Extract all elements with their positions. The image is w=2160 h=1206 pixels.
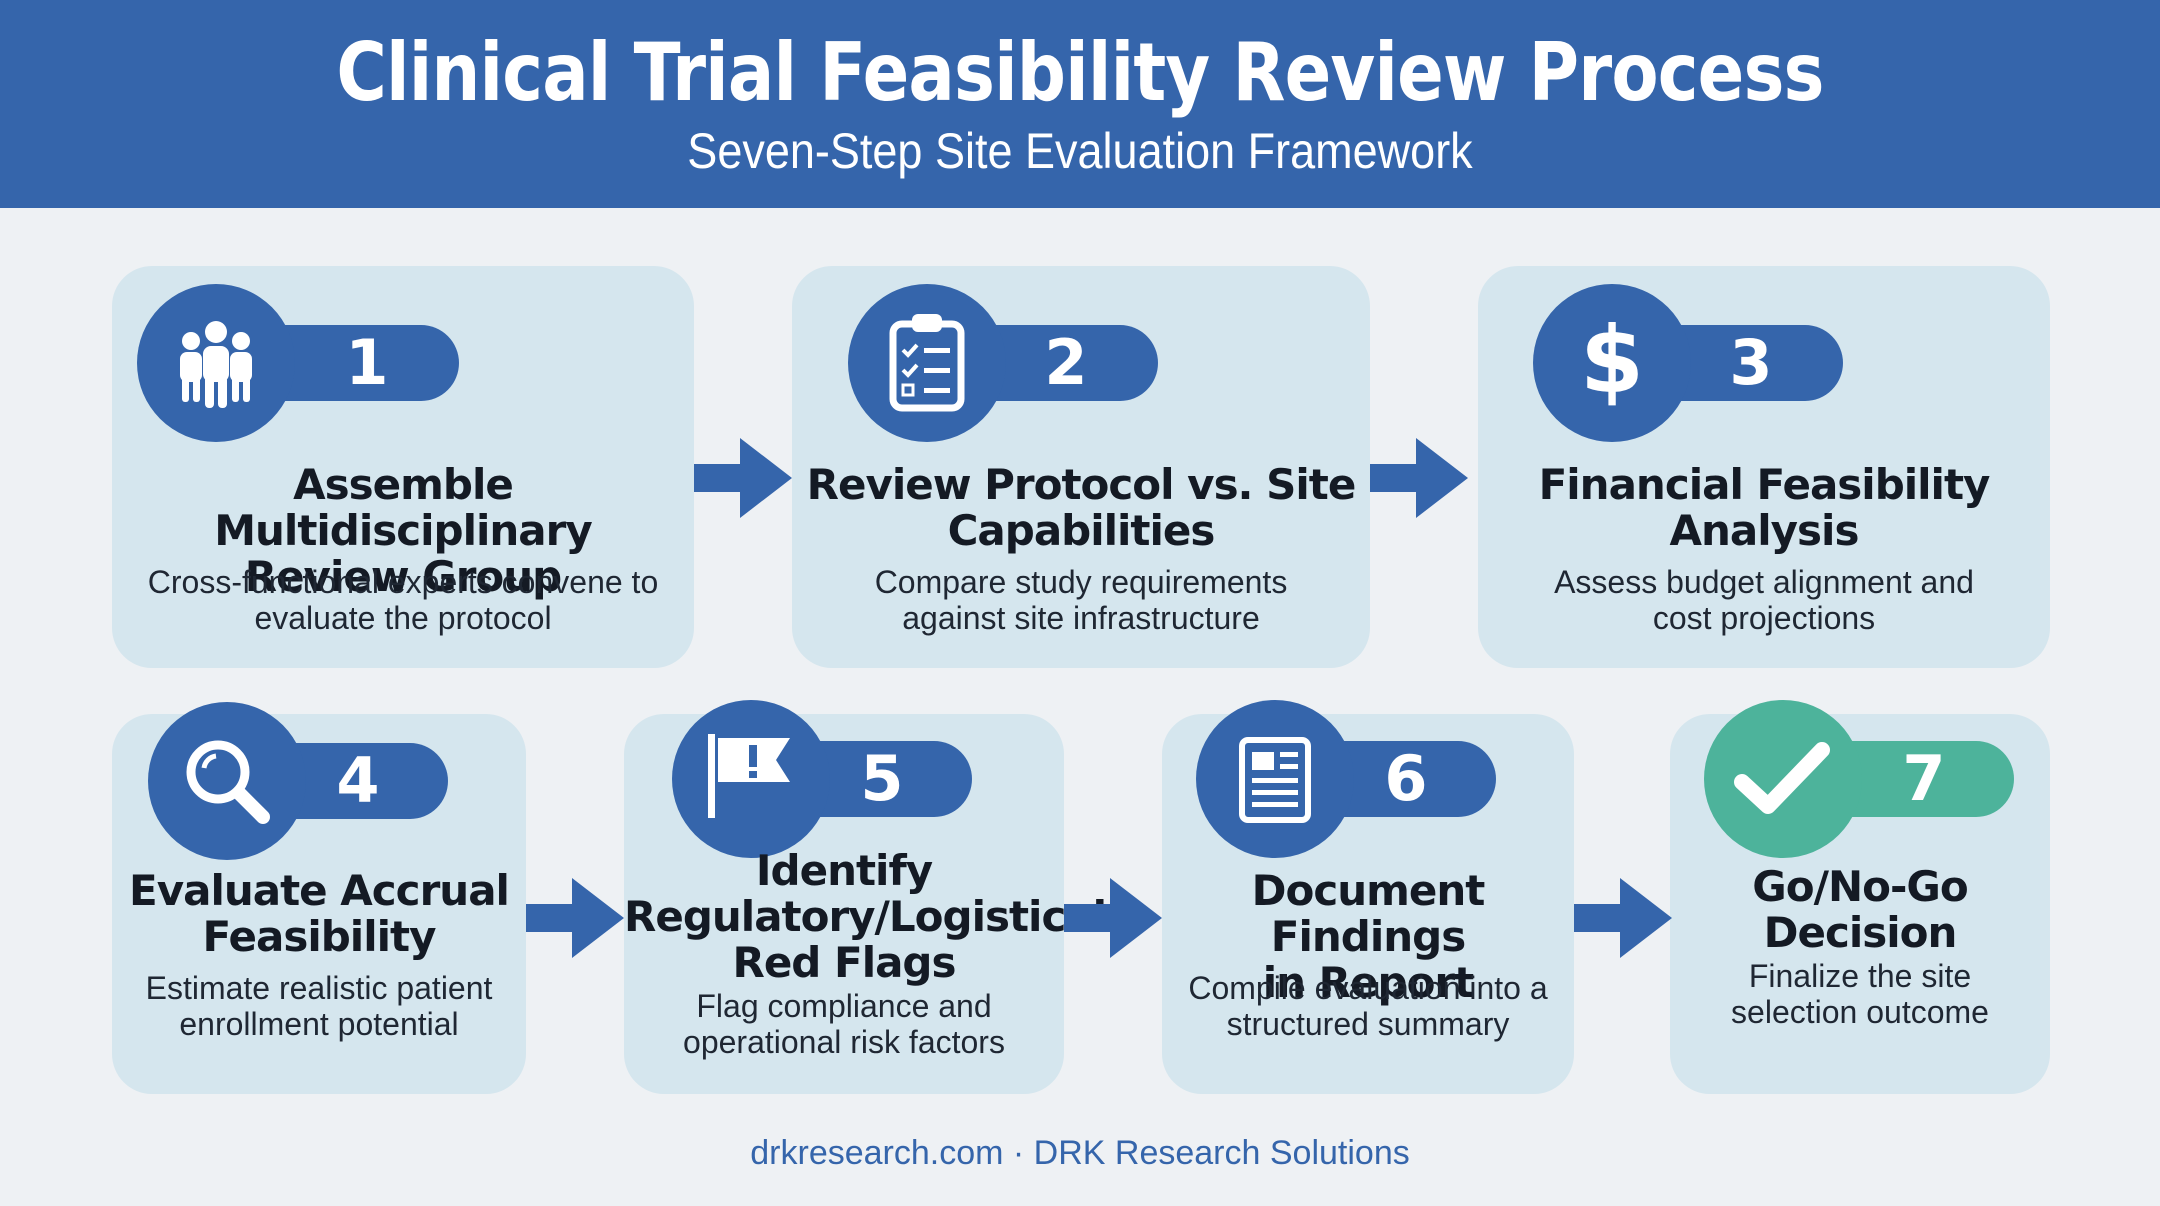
flow-arrow-2-3 (1370, 438, 1468, 518)
footer-credit: drkresearch.com · DRK Research Solutions (750, 1134, 1410, 1172)
step-number: 2 (1044, 326, 1088, 399)
page-title: Clinical Trial Feasibility Review Proces… (336, 26, 1824, 119)
clipboard-checklist-icon (889, 314, 965, 412)
magnifying-glass-icon (186, 740, 270, 824)
page-subtitle: Seven-Step Site Evaluation Framework (687, 123, 1473, 179)
warning-flag-icon (708, 734, 790, 818)
step-number: 6 (1384, 742, 1428, 815)
step-number: 4 (336, 744, 380, 817)
step-number: 7 (1902, 742, 1946, 815)
step-number: 5 (860, 742, 904, 815)
step-card-1: 1 Assemble Multi (112, 266, 694, 668)
flow-arrow-4-5 (526, 878, 624, 958)
dollar-sign-icon: $ (1580, 307, 1644, 414)
checkmark-icon (1734, 742, 1830, 814)
flow-arrow-6-7 (1574, 878, 1672, 958)
step-number: 1 (345, 326, 389, 399)
people-group-icon (180, 321, 252, 408)
step-number: 3 (1729, 326, 1773, 399)
svg-text:$: $ (1580, 307, 1644, 414)
document-report-icon (1239, 737, 1311, 823)
flow-arrow-5-6 (1064, 878, 1162, 958)
flow-arrow-1-2 (694, 438, 792, 518)
header-banner: Clinical Trial Feasibility Review Proces… (0, 0, 2160, 208)
